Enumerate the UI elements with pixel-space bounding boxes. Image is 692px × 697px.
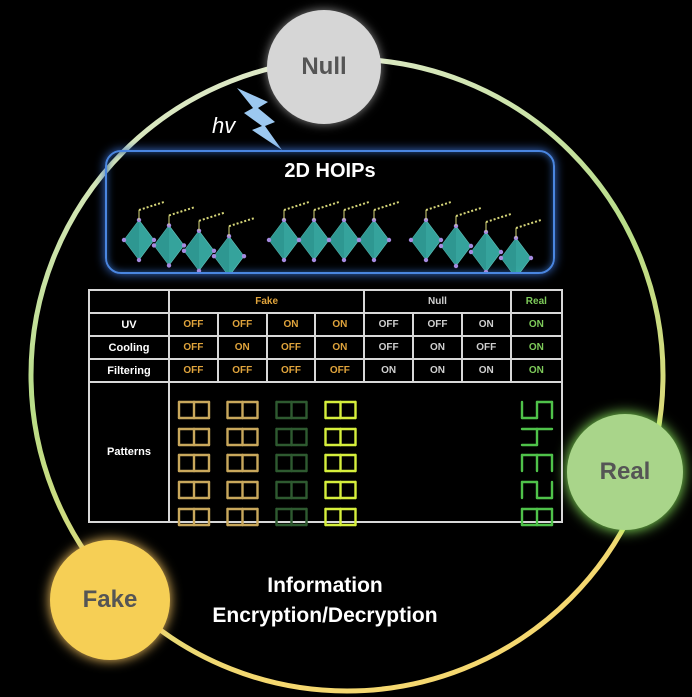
state-cell: ON [412, 358, 463, 383]
state-cell: OFF [168, 335, 219, 360]
state-cell: ON [216, 335, 268, 360]
state-cell: OFF [460, 335, 512, 360]
group-null: Null [363, 289, 512, 314]
octahedra-chain [121, 201, 255, 272]
patterns-cell [168, 381, 563, 523]
row-label: UV [88, 312, 170, 337]
real-state-node: Real [567, 414, 683, 530]
state-cell: ON [314, 335, 366, 360]
null-state-node: Null [267, 10, 381, 124]
group-real: Real [509, 289, 564, 314]
state-cell: OFF [265, 335, 317, 360]
state-cell: ON [314, 312, 366, 337]
state-cell: ON [509, 358, 564, 383]
octahedra-chain [408, 201, 542, 272]
state-cell: ON [265, 312, 317, 337]
row-label: Filtering [88, 358, 170, 383]
null-label: Null [301, 53, 347, 80]
hoip-title: 2D HOIPs [284, 160, 376, 182]
state-cell: OFF [314, 358, 366, 383]
state-cell: ON [460, 358, 512, 383]
real-label: Real [599, 458, 651, 485]
group-header-row: Fake Null Real [88, 289, 564, 314]
info-line-2: Encryption/Decryption [212, 604, 438, 627]
state-cell: OFF [412, 312, 463, 337]
state-cell: OFF [168, 358, 219, 383]
patterns-label: Patterns [88, 381, 170, 523]
fake-state-node: Fake [50, 540, 170, 660]
state-cell: ON [509, 335, 564, 360]
state-cell: OFF [363, 335, 415, 360]
state-cell: ON [363, 358, 415, 383]
state-cell: OFF [363, 312, 415, 337]
patterns-row: Patterns [88, 381, 563, 523]
state-cell: OFF [265, 358, 317, 383]
lightning-icon [237, 88, 282, 150]
state-cell: OFF [168, 312, 219, 337]
octahedra-chain [266, 201, 400, 263]
row-label: Cooling [88, 335, 170, 360]
state-cell: OFF [216, 358, 268, 383]
state-cell: ON [460, 312, 512, 337]
hoip-panel: 2D HOIPs [105, 150, 555, 274]
state-cell: ON [509, 312, 564, 337]
hv-label: hv [212, 113, 236, 138]
empty-corner [88, 289, 170, 314]
info-line-1: Information [267, 574, 383, 597]
group-fake: Fake [167, 289, 366, 314]
fake-label: Fake [82, 586, 138, 613]
state-cell: ON [412, 335, 463, 360]
crystal-structures [121, 201, 542, 272]
state-cell: OFF [216, 312, 268, 337]
